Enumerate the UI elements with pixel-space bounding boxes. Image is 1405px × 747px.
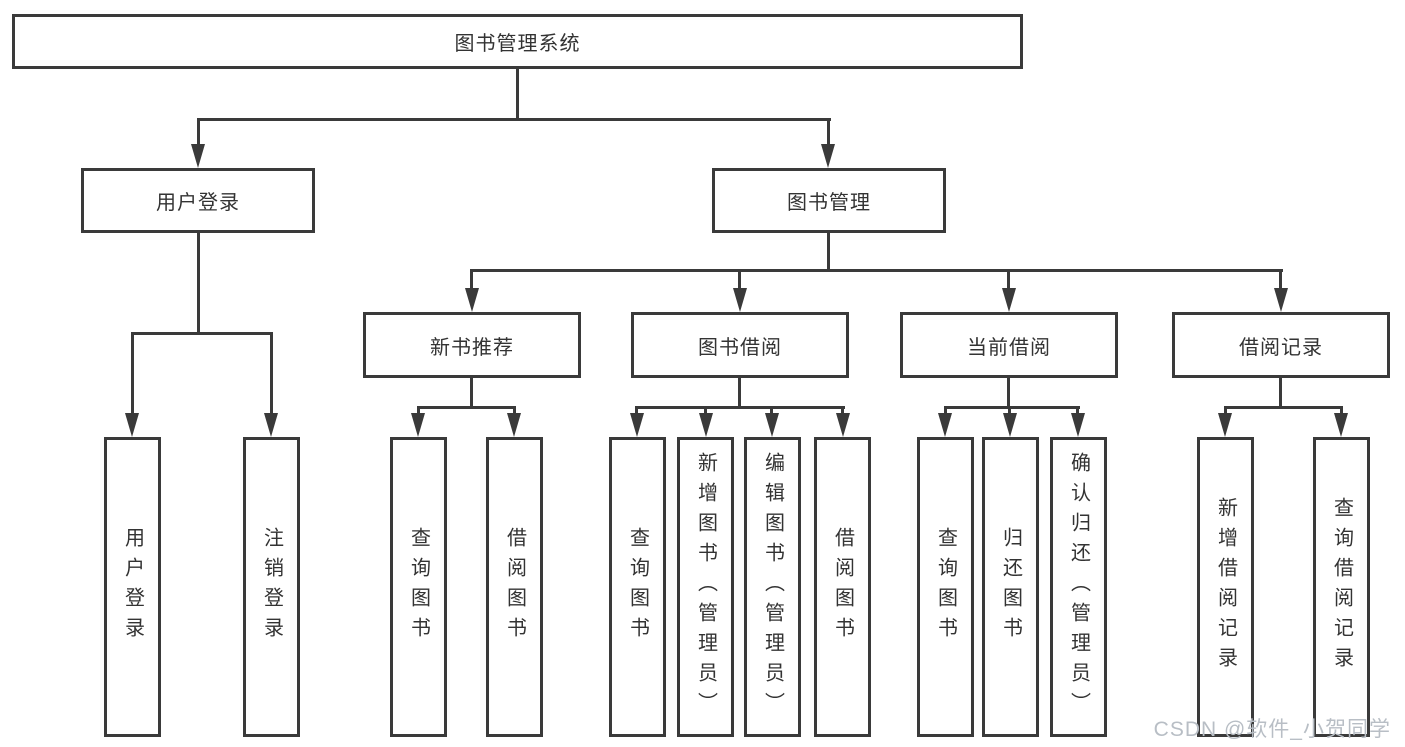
node-book-borrowing-label: 图书借阅 [698,336,782,359]
connector-current-down [1007,378,1010,408]
connector-root-stem [516,69,519,120]
arrow-to-leaf [699,413,713,437]
leaf-borrowing-borrow-books: 借阅图书 [814,437,871,737]
node-new-book-recommend: 新书推荐 [363,312,581,378]
connector-level2-rail [197,118,831,121]
arrow-to-leaf [411,413,425,437]
leaf-user-login-label: 用户登录 [121,527,144,647]
arrow-to-user-login [191,144,205,168]
node-current-borrowing-label: 当前借阅 [967,336,1051,359]
leaf-newbooks-borrow-books-label: 借阅图书 [503,527,526,647]
node-borrowing-records: 借阅记录 [1172,312,1390,378]
leaf-newbooks-query-books: 查询图书 [390,437,447,737]
arrow-to-leaf [836,413,850,437]
connector-current-rail [944,406,1080,409]
leaf-borrowing-add-books-admin: 新增图书（管理员） [677,437,734,737]
watermark: CSDN @软件_小贺同学 [1153,718,1391,741]
node-book-borrowing: 图书借阅 [631,312,849,378]
arrow-to-newbooks [465,288,479,312]
connector-book-mgmt-down [827,233,830,272]
connector-user-login-down [197,233,200,334]
node-library-system: 图书管理系统 [12,14,1023,69]
node-current-borrowing: 当前借阅 [900,312,1118,378]
leaf-newbooks-borrow-books: 借阅图书 [486,437,543,737]
node-book-management-label: 图书管理 [787,192,871,214]
leaf-user-login: 用户登录 [104,437,161,737]
leaf-borrowing-borrow-books-label: 借阅图书 [831,527,854,647]
node-user-login-label: 用户登录 [156,192,240,214]
node-library-system-label: 图书管理系统 [454,33,581,55]
leaf-current-return-books: 归还图书 [982,437,1039,737]
arrow-to-leaf [507,413,521,437]
arrow-to-leaf [630,413,644,437]
node-book-management: 图书管理 [712,168,946,233]
connector-user-login-rail [131,332,273,335]
leaf-borrowing-edit-books-admin: 编辑图书（管理员） [744,437,801,737]
arrow-to-leaf [1071,413,1085,437]
node-borrowing-records-label: 借阅记录 [1239,336,1323,359]
connector-level3-rail [470,269,1283,272]
connector-book-mgmt-stem [827,121,830,147]
leaf-borrowing-add-books-admin-label: 新增图书（管理员） [694,452,717,722]
arrow-to-leaf [1218,413,1232,437]
connector-newbooks-stem [470,272,473,292]
connector-borrowing-down [738,378,741,408]
leaf-newbooks-query-books-label: 查询图书 [407,527,430,647]
leaf-logout: 注销登录 [243,437,300,737]
connector-newbooks-down [470,378,473,408]
connector-records-rail [1224,406,1343,409]
arrow-to-leaf [1334,413,1348,437]
leaf-records-query-record-label: 查询借阅记录 [1330,497,1353,677]
arrow-to-records [1274,288,1288,312]
connector-borrowing-rail [635,406,845,409]
leaf-current-query-books: 查询图书 [917,437,974,737]
leaf-records-query-record: 查询借阅记录 [1313,437,1370,737]
leaf-current-confirm-return-admin: 确认归还（管理员） [1050,437,1107,737]
arrow-to-leaf-user-login [125,413,139,437]
leaf-borrowing-query-books: 查询图书 [609,437,666,737]
leaf-current-query-books-label: 查询图书 [934,527,957,647]
connector-records-down [1279,378,1282,408]
arrow-to-book-mgmt [821,144,835,168]
arrow-to-leaf-logout [264,413,278,437]
leaf-current-return-books-label: 归还图书 [999,527,1022,647]
leaf-records-add-record-label: 新增借阅记录 [1214,497,1237,677]
leaf-records-add-record: 新增借阅记录 [1197,437,1254,737]
connector-records-stem [1279,272,1282,292]
node-new-book-recommend-label: 新书推荐 [430,336,514,359]
arrow-to-leaf [765,413,779,437]
arrow-to-current [1002,288,1016,312]
connector-user-login-stem [197,121,200,147]
leaf-logout-label: 注销登录 [260,527,283,647]
arrow-to-leaf [938,413,952,437]
connector-leaf-stem [270,335,273,415]
connector-newbooks-rail [417,406,516,409]
leaf-borrowing-edit-books-admin-label: 编辑图书（管理员） [761,452,784,722]
connector-current-stem [1007,272,1010,292]
arrow-to-borrowing [733,288,747,312]
leaf-current-confirm-return-admin-label: 确认归还（管理员） [1067,452,1090,722]
arrow-to-leaf [1003,413,1017,437]
connector-borrowing-stem [738,272,741,292]
connector-leaf-stem [131,335,134,415]
node-user-login: 用户登录 [81,168,315,233]
leaf-borrowing-query-books-label: 查询图书 [626,527,649,647]
